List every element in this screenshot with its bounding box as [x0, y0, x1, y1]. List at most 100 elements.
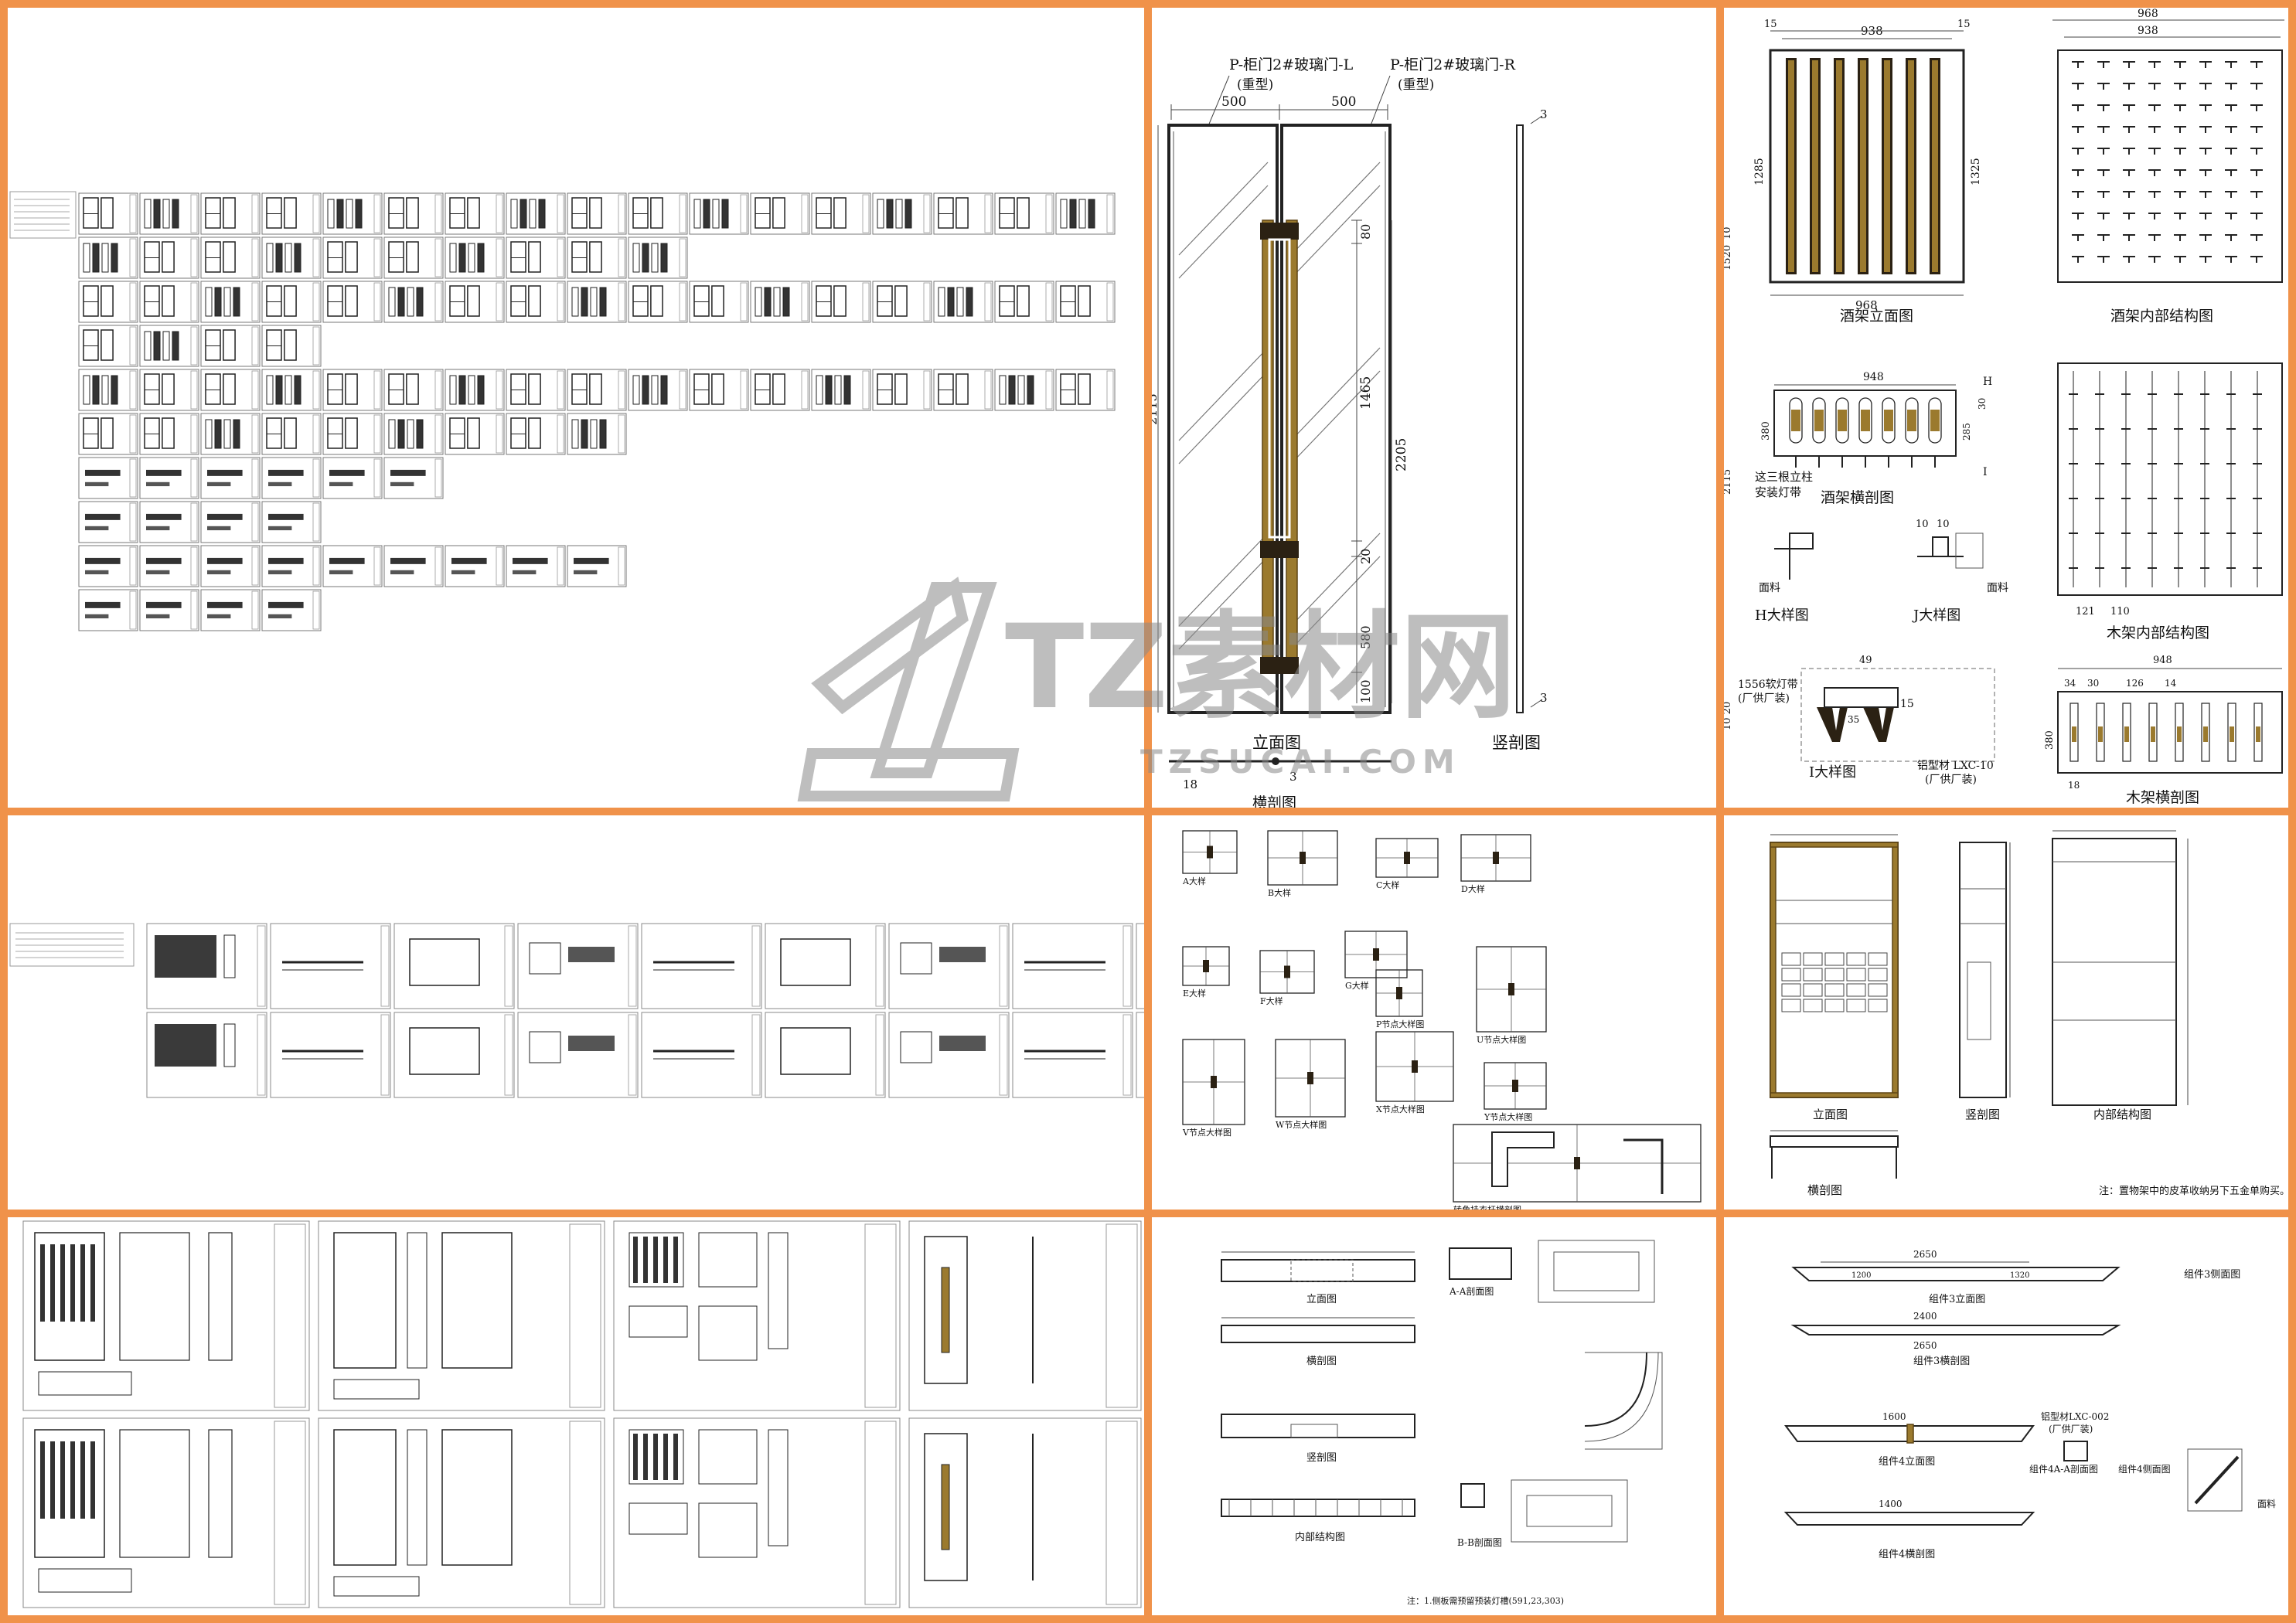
panel-sheet-overview	[8, 8, 1144, 808]
wine-label-i: I	[1983, 466, 1988, 478]
glass-door-drawing: P-柜门2#玻璃门-L (重型) P-柜门2#玻璃门-R (重型) 500 50…	[1152, 56, 1548, 808]
wine-dim-938-b: 938	[2138, 25, 2158, 37]
comp4-caption-aa: 组件4A-A剖面图	[2029, 1464, 2098, 1475]
node-detail-caption: D大样	[1461, 883, 1485, 894]
wine-dim-35: 35	[1848, 714, 1859, 725]
panel-bench: 立面图 A-A剖面图 横剖图 竖剖图 内部结构图 B-B剖面图 注：1.侧板需预…	[1152, 1217, 1716, 1615]
wine-note-alu-1: 铝型材 LXC-10	[1917, 760, 1994, 772]
comp4-caption-elevation: 组件4立面图	[1879, 1456, 1935, 1468]
bench-aa-section	[1449, 1247, 1512, 1280]
wine-dim-2115: 2115	[1724, 469, 1733, 495]
shelf-caption-internal: 内部结构图	[2093, 1108, 2151, 1121]
shelf-caption-section: 竖剖图	[1965, 1108, 2000, 1121]
node-detail-caption: A大样	[1182, 876, 1206, 886]
wine-dim-948-b: 948	[2153, 655, 2172, 666]
panel-shelf: 立面图 竖剖图 内部结构图 横剖图 注：置物架中的皮革收纳另下五金单购买。	[1724, 815, 2288, 1210]
node-detail-caption: P节点大样图	[1376, 1019, 1424, 1029]
comp-dim-2650-b: 2650	[1913, 1340, 1937, 1351]
door-label-right: P-柜门2#玻璃门-R	[1390, 56, 1516, 73]
door-caption-section: 竖剖图	[1492, 733, 1541, 752]
node-detail-caption: Y节点大样图	[1484, 1111, 1532, 1122]
bench-caption-internal: 内部结构图	[1295, 1531, 1345, 1543]
door-vertical-section	[1516, 124, 1524, 713]
wine-section-cylinders	[1789, 397, 1942, 468]
node-detail-caption: V节点大样图	[1182, 1127, 1231, 1138]
wine-caption-h-detail: H大样图	[1755, 607, 1809, 624]
comp-dim-2650-a: 2650	[1913, 1249, 1937, 1260]
comp-dim-1400: 1400	[1879, 1499, 1903, 1509]
node-detail-caption: C大样	[1376, 880, 1399, 890]
shelf-section	[1959, 842, 2007, 1098]
wine-dim-30: 30	[1977, 398, 1988, 410]
door-dim-3a: 3	[1540, 107, 1548, 121]
bench-caption-vertical: 竖剖图	[1306, 1452, 1337, 1464]
wine-tick-18: 18	[2068, 780, 2080, 791]
door-dim-20: 20	[1358, 549, 1373, 564]
cabinet-sheets-drawing	[22, 1220, 1142, 1608]
wine-dim-49: 49	[1859, 655, 1872, 666]
panel-wine-rack: 938 15 15 968 1285 1325 酒架立面图 968 938 酒架…	[1724, 8, 2288, 808]
wine-dim-10-b: 10	[1937, 519, 1950, 530]
wine-dim-380: 380	[1760, 421, 1772, 441]
wine-dim-968-a: 968	[1855, 298, 1878, 312]
wine-caption-section: 酒架横剖图	[1821, 489, 1894, 506]
node-detail-caption: F大样	[1260, 995, 1283, 1006]
wine-dim-1020: 10 20	[1724, 702, 1733, 730]
door-dim-580: 580	[1358, 625, 1373, 649]
bench-caption-elevation: 立面图	[1306, 1294, 1337, 1305]
wine-dim-380-b: 380	[2044, 730, 2056, 750]
door-dim-500-left: 500	[1221, 94, 1246, 110]
comp3-caption-elevation: 组件3立面图	[1929, 1294, 1985, 1305]
comp-dim-2400: 2400	[1913, 1311, 1937, 1322]
shelf-caption-horizontal: 横剖图	[1807, 1183, 1842, 1197]
door-dim-80: 80	[1358, 224, 1373, 240]
node-detail-caption: U节点大样图	[1477, 1034, 1526, 1045]
bench-drawing: 立面图 A-A剖面图 横剖图 竖剖图 内部结构图 B-B剖面图 注：1.侧板需预…	[1221, 1240, 1663, 1606]
node-detail-caption: X节点大样图	[1376, 1104, 1425, 1114]
wine-dim-15-a: 15	[1764, 19, 1777, 30]
sheet-row-drawing	[9, 923, 1144, 1098]
node-detail-caption: 转角挂衣杆横剖图	[1453, 1204, 1521, 1210]
wine-dim-10-c: 10	[1724, 226, 1733, 240]
wine-tick-121: 121	[2076, 606, 2095, 618]
bench-caption-horizontal: 横剖图	[1306, 1356, 1337, 1367]
wood-internal-lines	[2069, 371, 2262, 587]
wine-label-face-a: 面料	[1759, 582, 1780, 594]
wine-caption-wood-internal: 木架内部结构图	[2107, 624, 2209, 641]
comp4-caption-section: 组件4横剖图	[1879, 1549, 1935, 1560]
shelf-drawing: 立面图 竖剖图 内部结构图 横剖图 注：置物架中的皮革收纳另下五金单购买。	[1770, 830, 2288, 1197]
wine-note-light-2: 安装灯带	[1755, 485, 1801, 499]
door-dim-18: 18	[1183, 777, 1197, 791]
wine-internal-pegs	[2072, 61, 2263, 263]
wine-tick-14: 14	[2165, 678, 2177, 689]
wood-section	[2057, 691, 2283, 774]
wine-dim-10-a: 10	[1916, 519, 1929, 530]
bench-elevation	[1221, 1259, 1415, 1282]
door-dim-3c: 3	[1289, 770, 1297, 784]
wine-note-lamp-2: (厂供厂装)	[1738, 692, 1790, 705]
wine-tick-110: 110	[2110, 606, 2130, 618]
bench-caption-aa: A-A剖面图	[1449, 1286, 1494, 1297]
wine-label-face-b: 面料	[1987, 582, 2008, 594]
door-caption-elevation: 立面图	[1252, 733, 1301, 752]
door-label-left: P-柜门2#玻璃门-L	[1229, 56, 1354, 73]
wine-caption-i-detail: I大样图	[1809, 764, 1856, 781]
panel-cabinet-sheets	[8, 1217, 1144, 1615]
door-label-right-sub: (重型)	[1398, 77, 1434, 93]
components-drawing: 2650 1200 1320 组件3立面图 组件3侧面图 2400 2650 组…	[1783, 1249, 2276, 1560]
door-leaf-left	[1167, 124, 1279, 714]
shelf-internal	[2052, 838, 2177, 1106]
wine-dim-1325: 1325	[1970, 158, 1982, 185]
wine-rack-drawing: 938 15 15 968 1285 1325 酒架立面图 968 938 酒架…	[1724, 8, 2284, 806]
comp-note-alu-2: (厂供厂装)	[2049, 1424, 2093, 1434]
wine-tick-34: 34	[2064, 678, 2076, 689]
wine-dim-1520: 1520	[1724, 245, 1733, 270]
comp3-caption-section: 组件3横剖图	[1913, 1356, 1970, 1367]
bench-caption-bb: B-B剖面图	[1457, 1537, 1502, 1548]
panel-glass-door: P-柜门2#玻璃门-L (重型) P-柜门2#玻璃门-R (重型) 500 50…	[1152, 8, 1716, 808]
door-dim-3b: 3	[1540, 691, 1548, 705]
shelf-elevation	[1770, 842, 1899, 1098]
wine-rack-bars	[1786, 58, 1940, 274]
